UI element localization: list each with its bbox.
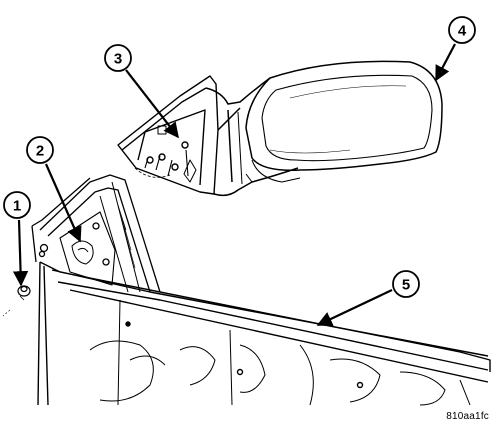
leader-2 (44, 163, 82, 243)
callout-2-circle (26, 136, 54, 164)
callout-3-label: 3 (114, 51, 122, 68)
mirror-assembly (205, 60, 443, 197)
mounting-nut (2, 285, 31, 317)
callout-3-circle (104, 44, 132, 72)
callout-5-label: 5 (402, 277, 410, 294)
callout-1: 1 (3, 191, 31, 219)
door-panel (37, 261, 491, 406)
callout-4-circle (448, 16, 476, 44)
door-frame-post (31, 174, 161, 293)
leader-3 (125, 69, 179, 139)
callout-5-circle (392, 270, 420, 298)
mirror-mount-base (117, 75, 219, 195)
callout-2-label: 2 (36, 143, 44, 160)
callout-1-label: 1 (13, 198, 21, 215)
callout-leaders (12, 43, 456, 327)
callout-1-circle (3, 191, 31, 219)
callout-5: 5 (392, 270, 420, 298)
leader-5 (316, 289, 393, 327)
callout-3: 3 (104, 44, 132, 72)
figure-code: 810aa1fc (446, 411, 489, 422)
callout-4-label: 4 (458, 23, 467, 40)
callout-4: 4 (448, 16, 476, 44)
leader-4 (435, 43, 456, 82)
callout-2: 2 (26, 136, 54, 164)
leader-1 (12, 219, 29, 287)
